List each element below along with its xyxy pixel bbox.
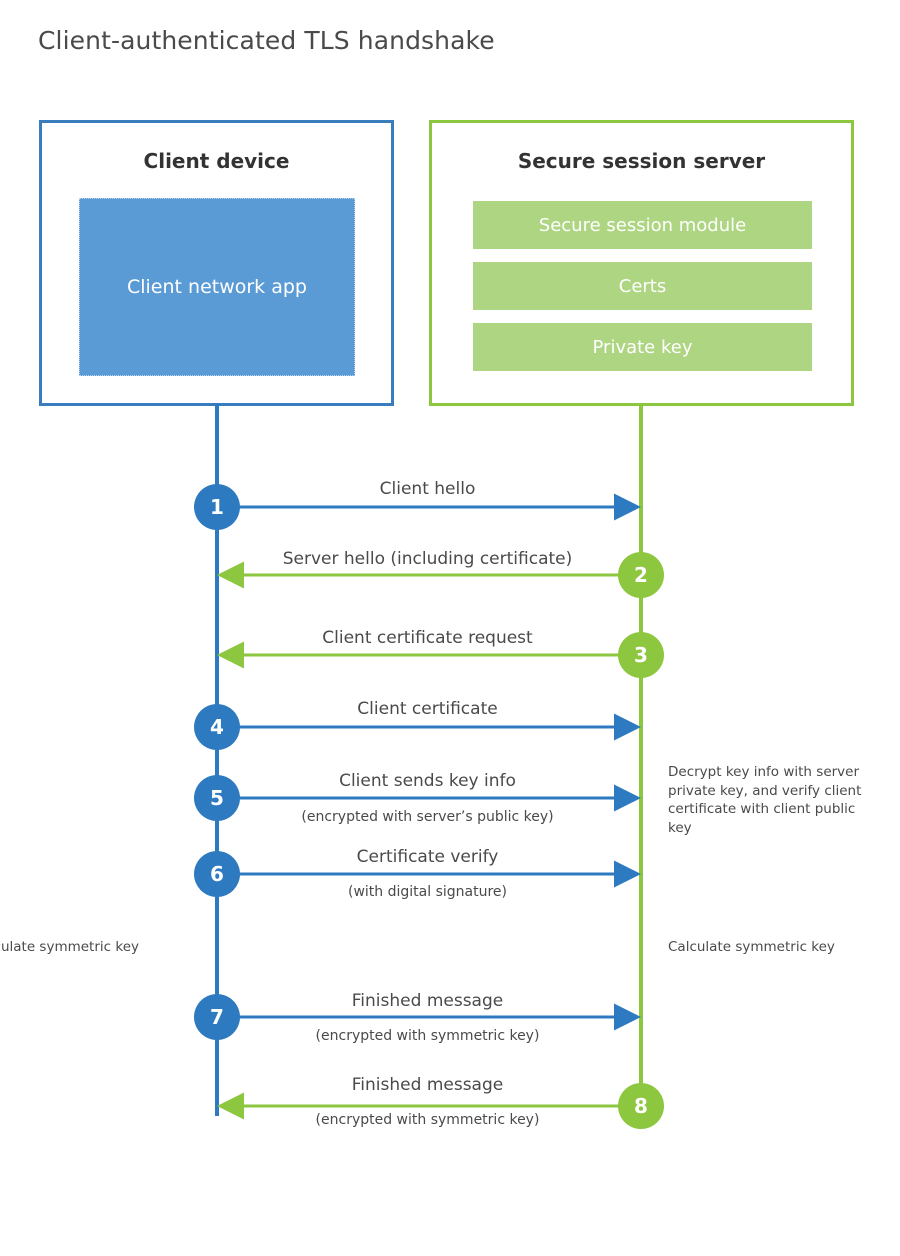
secure-session-server-box: Secure session server Secure session mod… [429, 120, 854, 406]
server-lifeline [639, 404, 643, 1106]
step-marker-4[interactable]: 4 [194, 704, 240, 750]
page-title: Client-authenticated TLS handshake [38, 26, 495, 55]
server-component-private-key: Private key [473, 323, 812, 371]
client-lifeline [215, 404, 219, 1116]
message-label-2: Server hello (including certificate) [282, 549, 573, 569]
message-label-7: Finished message [351, 991, 504, 1011]
annotation-server-decrypt: Decrypt key info with server private key… [668, 764, 862, 836]
client-network-app-block: Client network app [79, 198, 355, 376]
message-label-5: Client sends key info [339, 771, 516, 791]
message-label-6: Certificate verify [356, 847, 499, 867]
message-label-4: Client certificate [357, 699, 498, 719]
step-marker-2[interactable]: 2 [618, 552, 664, 598]
server-component-certs: Certs [473, 262, 812, 310]
message-sublabel-7: (encrypted with symmetric key) [315, 1028, 540, 1044]
annotation-server-calculate-symmetric-key: Calculate symmetric key [668, 939, 835, 955]
step-marker-7[interactable]: 7 [194, 994, 240, 1040]
message-sublabel-5: (encrypted with server’s public key) [301, 809, 554, 825]
step-marker-3[interactable]: 3 [618, 632, 664, 678]
step-marker-5[interactable]: 5 [194, 775, 240, 821]
step-marker-6[interactable]: 6 [194, 851, 240, 897]
step-marker-1[interactable]: 1 [194, 484, 240, 530]
annotation-client-calculate-symmetric-key: Calculate symmetric key [0, 939, 139, 955]
message-label-1: Client hello [379, 479, 476, 499]
message-sublabel-8: (encrypted with symmetric key) [315, 1112, 540, 1128]
message-label-3: Client certificate request [322, 628, 533, 648]
message-label-8: Finished message [351, 1075, 504, 1095]
secure-session-server-title: Secure session server [517, 149, 766, 173]
client-device-title: Client device [143, 149, 290, 173]
server-component-secure-session-module: Secure session module [473, 201, 812, 249]
message-sublabel-6: (with digital signature) [348, 884, 507, 900]
client-device-box: Client device Client network app [39, 120, 394, 406]
step-marker-8[interactable]: 8 [618, 1083, 664, 1129]
